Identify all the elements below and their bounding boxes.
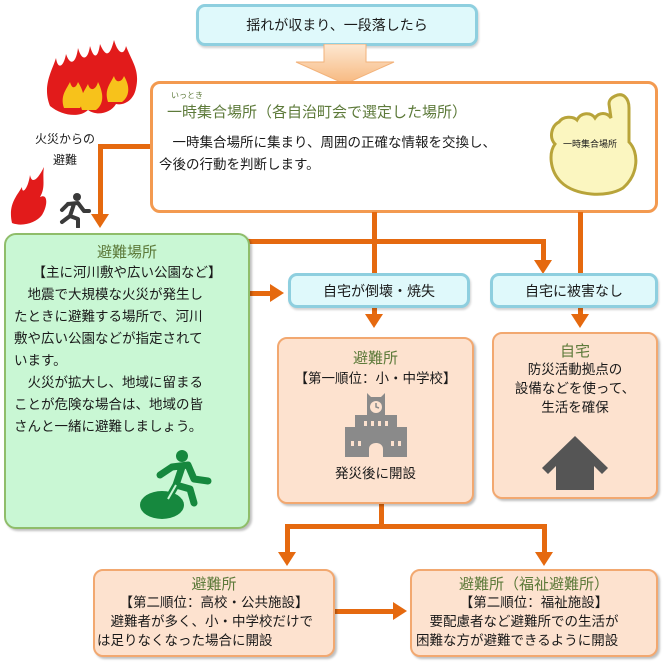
home-box: 自宅 防災活動拠点の 設備などを使って、 生活を確保 <box>492 332 658 499</box>
welfare-shelter-title: 避難所（福祉避難所） <box>458 575 609 593</box>
primary-shelter-box: 避難所 【第一順位：小・中学校】 発災後に開設 <box>277 337 474 504</box>
house-destroyed-box: 自宅が倒壊・焼失 <box>288 273 470 308</box>
connector-line <box>248 239 546 244</box>
arrow-head-icon <box>534 260 552 274</box>
house-destroyed-text: 自宅が倒壊・焼失 <box>323 283 435 300</box>
evacuation-area-body: 地震で大規模な火災が発生し たときに避難する場所で、河川 敷や広い公園などが指定… <box>14 287 203 435</box>
connector-line <box>541 239 546 261</box>
fire-icon <box>46 40 138 115</box>
arrow-head-icon <box>535 552 553 566</box>
connector-line <box>578 212 583 274</box>
down-arrow-large-icon <box>295 44 395 85</box>
connector-line <box>335 609 395 614</box>
connector-line <box>285 524 290 554</box>
top-banner-text: 揺れが収まり、一段落したら <box>246 18 428 34</box>
connector-line <box>98 144 103 216</box>
arrow-head-icon <box>571 314 589 328</box>
running-person-icon <box>60 193 91 228</box>
school-icon <box>344 393 407 457</box>
primary-shelter-title: 避難所 <box>352 349 398 367</box>
connector-line <box>542 524 547 554</box>
secondary-shelter-body: 避難者が多く、小・中学校だけで は足りなくなった場合に開設 <box>97 614 313 649</box>
arrow-head-icon <box>270 284 284 302</box>
arrow-head-icon <box>91 214 109 228</box>
evacuation-area-subtitle: 【主に河川敷や広い公園など】 <box>32 265 222 281</box>
welfare-shelter-box: 避難所（福祉避難所） 【第二順位：福祉施設】 要配慮者など避難所での生活が 困難… <box>410 569 658 657</box>
home-body: 防災活動拠点の 設備などを使って、 生活を確保 <box>514 362 636 416</box>
fire-evacuation-label: 火災からの 避難 <box>34 132 95 167</box>
no-damage-box: 自宅に被害なし <box>490 273 658 308</box>
connector-line <box>578 306 583 316</box>
connector-line <box>250 291 272 296</box>
flame-small-icon <box>10 167 47 225</box>
arrow-head-icon <box>278 552 296 566</box>
ruby-ittoki: いっとき <box>171 91 203 100</box>
evacuation-site-icon <box>140 450 212 519</box>
secondary-shelter-box: 避難所 【第二順位：高校・公共施設】 避難者が多く、小・中学校だけで は足りなく… <box>93 569 335 657</box>
evacuation-area-title: 避難場所 <box>96 243 157 261</box>
no-damage-text: 自宅に被害なし <box>525 283 623 300</box>
home-title: 自宅 <box>559 342 590 360</box>
welfare-shelter-subtitle: 【第二順位：福祉施設】 <box>459 595 609 611</box>
welfare-shelter-body: 要配慮者など避難所での生活が 困難な方が避難できるように開設 <box>416 614 619 649</box>
top-banner: 揺れが収まり、一段落したら <box>196 4 478 46</box>
primary-shelter-note: 発災後に開設 <box>335 466 416 482</box>
temporary-assembly-body: 一時集合場所に集まり、周囲の正確な情報を交換し、 今後の行動を判断します。 <box>159 135 496 173</box>
evacuation-area-box: 避難場所 【主に河川敷や広い公園など】 地震で大規模な火災が発生し たときに避難… <box>4 233 250 529</box>
house-icon <box>542 436 608 490</box>
primary-shelter-subtitle: 【第一順位：小・中学校】 <box>294 371 457 387</box>
connector-line <box>379 503 384 527</box>
temporary-assembly-title: 一時集合場所（各自治町会で選定した場所） <box>167 103 468 121</box>
secondary-shelter-title: 避難所 <box>191 575 237 593</box>
secondary-shelter-subtitle: 【第二順位：高校・公共施設】 <box>119 595 309 611</box>
connector-line <box>372 306 377 316</box>
hand-label: 一時集合場所 <box>563 140 618 150</box>
arrow-head-icon <box>393 602 407 620</box>
connector-line <box>285 524 547 529</box>
temporary-assembly-box: いっとき 一時集合場所（各自治町会で選定した場所） 一時集合場所に集まり、周囲の… <box>150 81 658 213</box>
pointing-hand-icon <box>549 93 638 196</box>
connector-line <box>98 144 150 149</box>
arrow-head-icon <box>365 314 383 328</box>
